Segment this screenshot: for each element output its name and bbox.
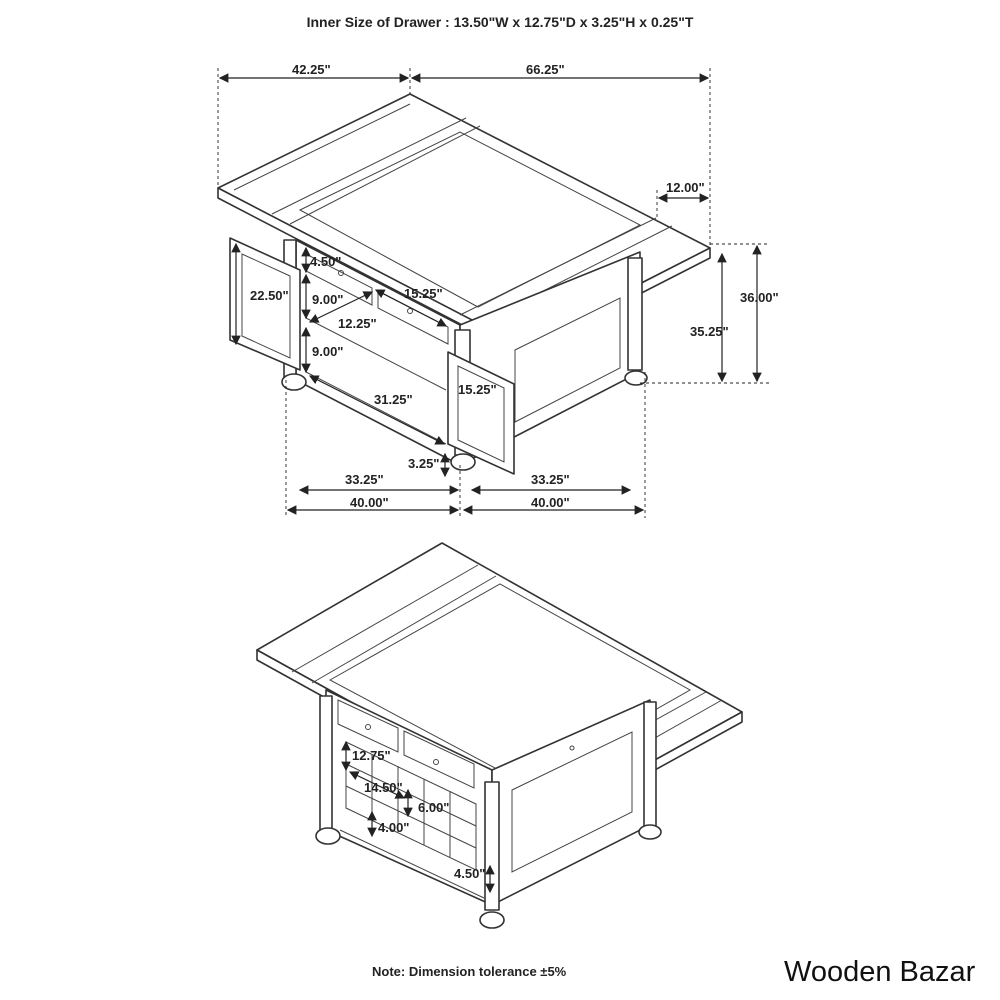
top-view: 42.25" 66.25" 12.00" 36.00" 35.25" 4.50"… xyxy=(217,62,779,518)
dim-side-outer: 40.00" xyxy=(531,495,570,510)
dim-cell-depth: 4.50" xyxy=(454,866,485,881)
tolerance-note: Note: Dimension tolerance ±5% xyxy=(372,964,567,979)
dim-height-total: 36.00" xyxy=(740,290,779,305)
dim-cell: 4.00" xyxy=(378,820,409,835)
dim-width-left: 42.25" xyxy=(292,62,331,77)
dim-rack-height: 6.00" xyxy=(418,800,449,815)
dim-front-inner: 33.25" xyxy=(345,472,384,487)
dim-height-inner: 35.25" xyxy=(690,324,729,339)
dim-leaf: 12.00" xyxy=(666,180,705,195)
dim-drawer-depth: 12.75" xyxy=(352,748,391,763)
dim-side-inner: 33.25" xyxy=(531,472,570,487)
drawer-size-title: Inner Size of Drawer : 13.50"W x 12.75"D… xyxy=(306,14,694,30)
bottom-view: 12.75" 14.50" 6.00" 4.00" 4.50" xyxy=(256,542,743,929)
dim-drawer-height: 4.50" xyxy=(310,254,341,269)
dim-upper-shelf: 9.00" xyxy=(312,292,343,307)
top-view-left-door xyxy=(229,237,301,371)
dim-door-width: 15.25" xyxy=(458,382,497,397)
dim-front-outer: 40.00" xyxy=(350,495,389,510)
brand-watermark: Wooden Bazar xyxy=(784,956,976,988)
dim-rack-width: 14.50" xyxy=(364,780,403,795)
dim-lower-shelf: 9.00" xyxy=(312,344,343,359)
dim-leg-height: 3.25" xyxy=(408,456,439,471)
dim-door-height: 22.50" xyxy=(250,288,289,303)
dim-drawer-width: 15.25" xyxy=(404,286,443,301)
dim-shelf-depth: 12.25" xyxy=(338,316,377,331)
dim-shelf-width: 31.25" xyxy=(374,392,413,407)
dim-width-right: 66.25" xyxy=(526,62,565,77)
